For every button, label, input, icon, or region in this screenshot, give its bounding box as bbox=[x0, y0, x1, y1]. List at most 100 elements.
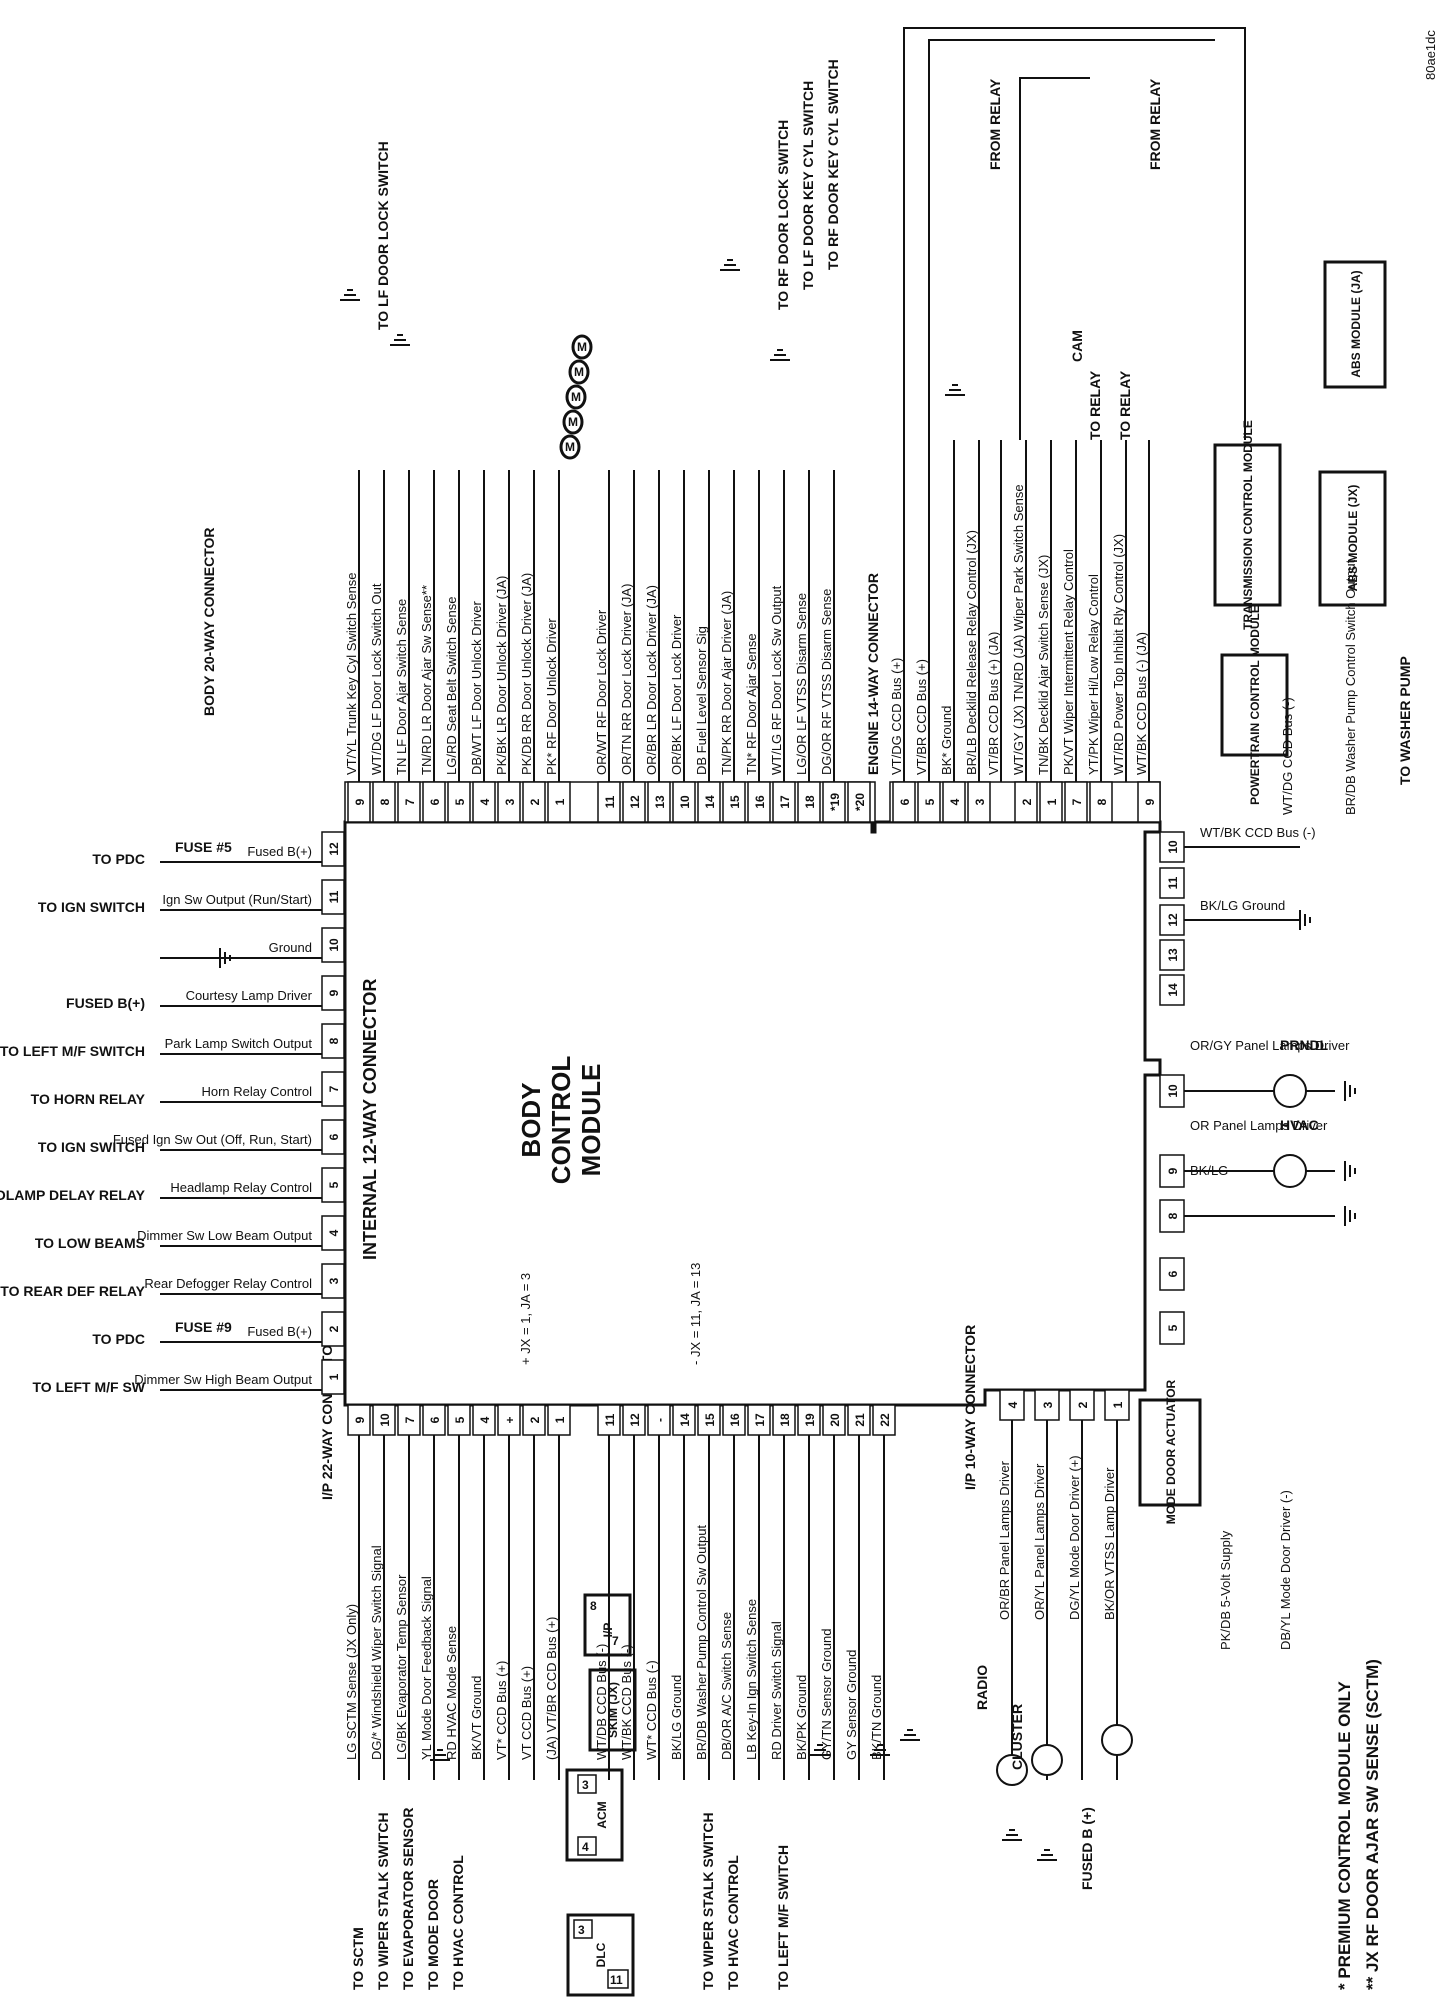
ip22-pin-6-number: + bbox=[503, 1416, 517, 1423]
internal12-pin-8-destination: TO LOW BEAMS bbox=[35, 1235, 145, 1251]
abs-module-ja-label: ABS MODULE (JA) bbox=[1349, 270, 1363, 377]
mode-door-actuator: MODE DOOR ACTUATOR bbox=[1138, 1379, 1202, 1524]
internal12-pin-9-number: 3 bbox=[327, 1277, 341, 1284]
body20-pin-16-number: 17 bbox=[778, 795, 792, 809]
body-20-way-connector-label: BODY 20-WAY CONNECTOR bbox=[201, 527, 217, 716]
internal12-pin-1-number: 11 bbox=[327, 890, 341, 903]
door-lock-motor-4: M bbox=[559, 434, 581, 460]
internal12-pin-11-label: Dimmer Sw High Beam Output bbox=[134, 1372, 312, 1387]
internal12-pin-3-destination: FUSED B(+) bbox=[66, 995, 145, 1011]
ccd-bus-plus-run-2 bbox=[928, 39, 1215, 440]
ip22-ground-2 bbox=[810, 1744, 830, 1756]
abs-module-jx: ABS MODULE (JX) bbox=[1318, 470, 1387, 607]
body20-pin-5-label: DB/WT LF Door Unlock Driver bbox=[469, 600, 484, 775]
transmission-control-module: TRANSMISSION CONTROL MODULE bbox=[1213, 420, 1282, 630]
body20-pin-14-label: TN/PK RR Door Ajar Driver (JA) bbox=[719, 591, 734, 775]
ip22-pin-5-number: 4 bbox=[478, 1416, 492, 1423]
wiper-park-run bbox=[1019, 77, 1090, 440]
internal12-pin-10-number: 2 bbox=[327, 1325, 341, 1332]
internal12-pin-8-label: Dimmer Sw Low Beam Output bbox=[137, 1228, 312, 1243]
ip22-pin-14-destination: TO HVAC CONTROL bbox=[725, 1855, 741, 1990]
dlc-connector: 3 11 DLC bbox=[566, 1913, 635, 1997]
body-20-way-pins: 9VT/YL Trunk Key Cyl Switch Sense8WT/DG … bbox=[340, 59, 871, 823]
ip10-pin-3-label: BK/OR VTSS Lamp Driver bbox=[1102, 1467, 1117, 1620]
washer-out-label: BR/DB Washer Pump Control Switch Output bbox=[1343, 559, 1358, 815]
ip22-pin-0-number: 9 bbox=[353, 1416, 367, 1423]
ip22-pin-13-number: 15 bbox=[703, 1413, 717, 1427]
right-bottom-pin-2-box bbox=[1159, 1199, 1185, 1233]
svg-text:M: M bbox=[577, 340, 587, 354]
right-top-pin-0-box bbox=[1159, 831, 1185, 863]
engine14-pin-8-number: 8 bbox=[1095, 798, 1109, 805]
body20-pin-17-label: LG/OR LF VTSS Disarm Sense bbox=[794, 593, 809, 775]
body20-pin-9-number: 11 bbox=[603, 795, 617, 808]
dlc-pin-3: 3 bbox=[578, 1923, 585, 1937]
right-bottom-pin-2-ground bbox=[1344, 1206, 1356, 1226]
body20-pin-4-number: 5 bbox=[453, 798, 467, 805]
ip22-pin-4-destination: TO HVAC CONTROL bbox=[450, 1855, 466, 1990]
pcm-label: POWERTRAIN CONTROL MODULE bbox=[1248, 605, 1262, 805]
ip22-pin-10-label: WT/BK CCD Bus (-) bbox=[619, 1644, 634, 1760]
door-lock-motor-3: M bbox=[562, 409, 584, 435]
internal12-pin-11-box bbox=[321, 1359, 345, 1395]
ip22-pin-19-number: 21 bbox=[853, 1413, 867, 1427]
to-washer-pump-label: TO WASHER PUMP bbox=[1397, 656, 1413, 785]
door-lock-motor-2: M bbox=[565, 384, 587, 410]
ip22-pin-4-number: 5 bbox=[453, 1416, 467, 1423]
ip22-pin-9-number: 11 bbox=[603, 1413, 617, 1426]
ip22-pin-12-number: 14 bbox=[678, 1413, 692, 1427]
ip22-pin-20-number: 22 bbox=[878, 1413, 892, 1427]
svg-text:M: M bbox=[568, 415, 578, 429]
ccd-bus-plus-run bbox=[903, 27, 1246, 440]
body-control-module-title: BODY CONTROL MODULE bbox=[516, 1056, 606, 1185]
ip22-pin-16-label: RD Driver Switch Signal bbox=[769, 1621, 784, 1760]
ip22-pin-11-label: WT* CCD Bus (-) bbox=[644, 1660, 659, 1760]
body20-ground-1 bbox=[340, 289, 360, 301]
skim-module: SKIM (JX) bbox=[588, 1668, 637, 1752]
ip22-pin-20-label: BK/TN Ground bbox=[869, 1675, 884, 1760]
ip-pin-8: 8 bbox=[590, 1599, 597, 1613]
body20-pin-3-number: 6 bbox=[428, 798, 442, 805]
body20-pin-12-number: 10 bbox=[678, 795, 692, 809]
ip22-pin-14-label: DB/OR A/C Switch Sense bbox=[719, 1612, 734, 1760]
ip22-pin-7-label: VT CCD Bus (+) bbox=[519, 1666, 534, 1760]
body20-pin-5-number: 4 bbox=[478, 798, 492, 805]
body20-pin-11-label: OR/BR LR Door Lock Driver (JA) bbox=[644, 585, 659, 775]
ip10-pin-2-number: 2 bbox=[1076, 1401, 1090, 1408]
right-top-pin-2-box bbox=[1159, 904, 1185, 936]
body20-pin-3-label: TN/RD LR Door Ajar Sw Sense** bbox=[419, 585, 434, 775]
right-bottom-pin-0-ground bbox=[1344, 1081, 1356, 1101]
body20-pin-4-label: LG/RD Seat Belt Switch Sense bbox=[444, 597, 459, 775]
body20-pin-17-number: 18 bbox=[803, 795, 817, 809]
internal12-pin-11-number: 1 bbox=[327, 1373, 341, 1380]
ip22-pin-1-destination: TO WIPER STALK SWITCH bbox=[375, 1812, 391, 1990]
dlc-label: DLC bbox=[594, 1942, 608, 1967]
door-lock-motor-1: M bbox=[568, 359, 590, 385]
internal12-pin-2-box bbox=[321, 927, 345, 963]
ip-10-way-connector-label: I/P 10-WAY CONNECTOR bbox=[962, 1325, 978, 1490]
right-bottom-pin-1-box bbox=[1159, 1154, 1185, 1188]
body20-pin-6-number: 3 bbox=[503, 798, 517, 805]
svg-text:M: M bbox=[574, 365, 584, 379]
right-top-pin-3-number: 13 bbox=[1166, 948, 1180, 962]
ip22-pin-2-number: 7 bbox=[403, 1416, 417, 1423]
right-bottom-pin-3-box bbox=[1159, 1257, 1185, 1291]
ip10-pin-0-number: 4 bbox=[1006, 1401, 1020, 1408]
right-bottom-pin-0-lamp bbox=[1273, 1074, 1307, 1108]
body20-pin-8-label: PK* RF Door Unlock Driver bbox=[544, 618, 559, 775]
internal12-pin-0-destination: TO PDC bbox=[92, 851, 145, 867]
ip22-pin-13-label: BR/DB Washer Pump Control Sw Output bbox=[694, 1525, 709, 1760]
ip22-pin-8-number: 1 bbox=[553, 1416, 567, 1423]
ip10-pin-1-label: OR/YL Panel Lamps Driver bbox=[1032, 1463, 1047, 1620]
body20-pin-17-destination: TO LF DOOR KEY CYL SWITCH bbox=[800, 81, 816, 290]
right-top-pin-2-number: 12 bbox=[1166, 913, 1180, 927]
body20-pin-0-number: 9 bbox=[353, 798, 367, 805]
ip10-ground-1 bbox=[1002, 1829, 1022, 1841]
body20-pin-6-label: PK/BK LR Door Unlock Driver (JA) bbox=[494, 576, 509, 775]
body20-ground-4 bbox=[770, 349, 790, 361]
internal12-pin-0-box bbox=[321, 831, 345, 867]
internal12-pin-1-destination: TO IGN SWITCH bbox=[38, 899, 145, 915]
ip10-pin-0-destination: RADIO bbox=[974, 1665, 990, 1710]
ip22-pin-18-label: GY/TN Sensor Ground bbox=[819, 1629, 834, 1761]
